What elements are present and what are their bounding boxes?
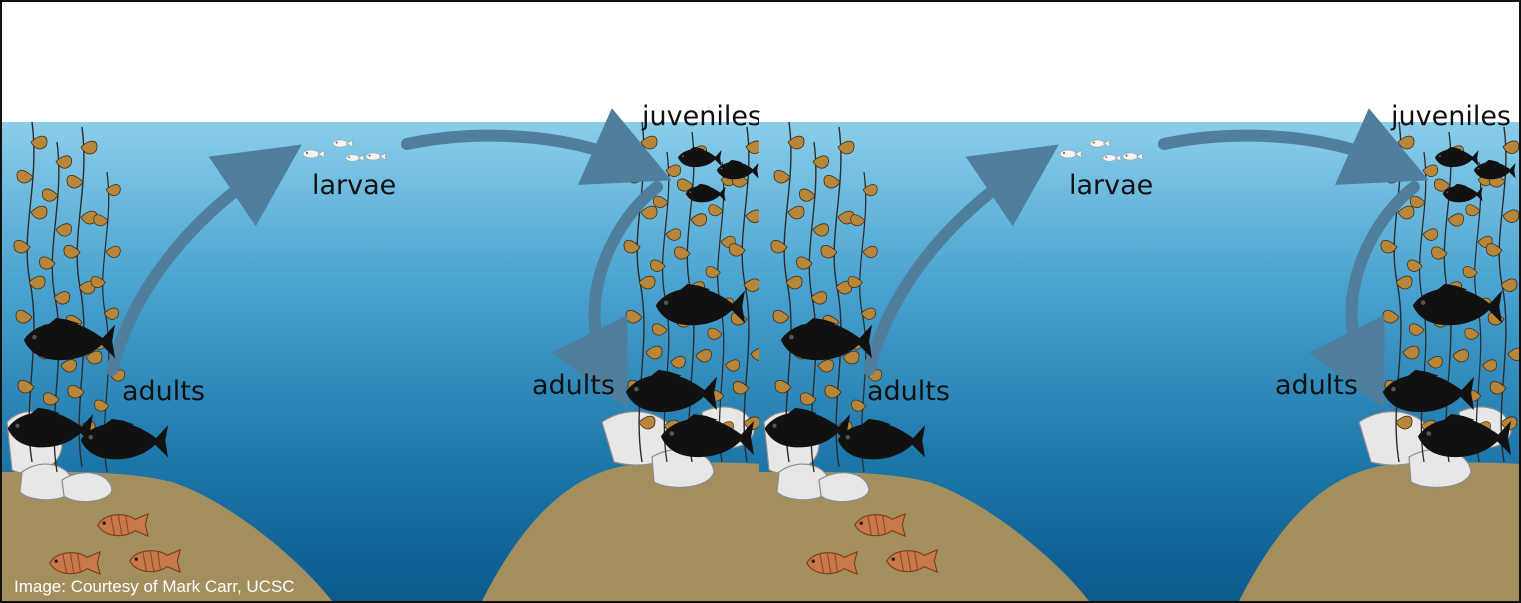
juveniles-label: juveniles bbox=[1390, 101, 1511, 132]
adults-right-label: adults bbox=[1275, 370, 1358, 401]
panel-right: larvae juveniles adults adults bbox=[759, 101, 1519, 601]
panel-left: larvae juveniles adults adults bbox=[2, 101, 767, 601]
image-credit: Image: Courtesy of Mark Carr, UCSC bbox=[14, 577, 295, 597]
juveniles-label: juveniles bbox=[641, 101, 762, 132]
adults-left-label: adults bbox=[122, 376, 205, 407]
larvae-label: larvae bbox=[1069, 170, 1153, 201]
larvae-label: larvae bbox=[312, 170, 396, 201]
sky-band bbox=[2, 2, 1519, 112]
adults-left-label: adults bbox=[867, 376, 950, 407]
adults-right-label: adults bbox=[532, 370, 615, 401]
